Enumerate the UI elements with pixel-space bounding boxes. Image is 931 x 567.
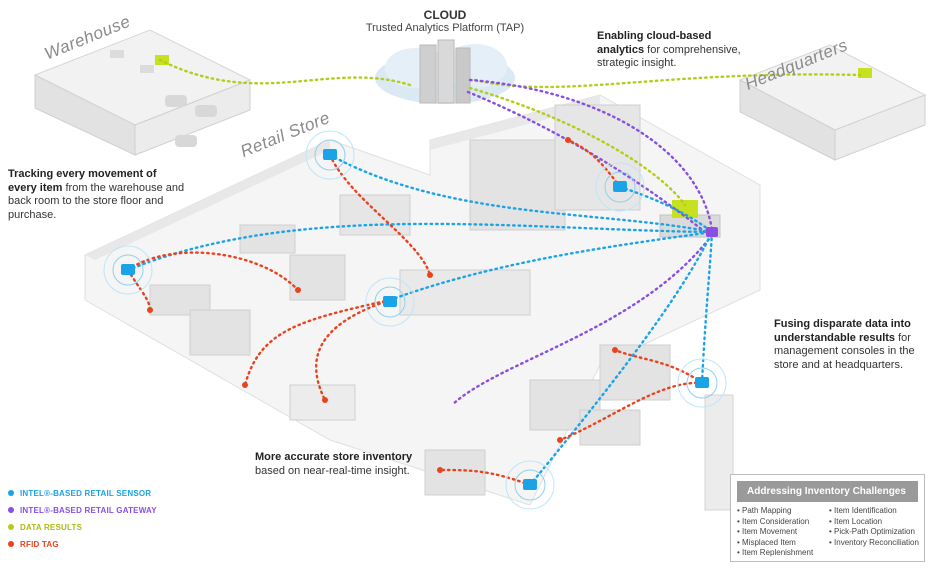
challenge-item: • Item Identification [829,506,897,515]
legend-label-gateway: INTEL®-BASED RETAIL GATEWAY [20,505,157,515]
rfid-path-6 [566,138,622,189]
warehouse-building [33,29,252,156]
legend-item-rfid: RFID TAG [8,537,157,551]
sensor-path-1 [328,153,714,234]
challenge-item: • Item Movement [737,527,798,536]
cloud-title: CLOUD [423,8,467,22]
challenge-item: • Path Mapping [737,506,792,515]
rfid-path-4 [314,298,392,402]
callout-tracking-text: from the warehouse and back room to the … [8,181,185,221]
callout-fusing: Fusing disparate data into understandabl… [774,318,926,372]
gateway-path-floor [450,233,714,407]
data-dot-icon [8,524,14,530]
data-path-gateway [468,86,687,207]
sensor-dot-icon [8,490,14,496]
cloud-subtitle: Trusted Analytics Platform (TAP) [365,22,525,34]
challenge-item: • Pick-Path Optimization [829,527,915,536]
callout-inventory-text: based on near-real-time insight. [255,464,410,477]
gateway-dot-icon [8,507,14,513]
challenge-item: • Inventory Reconciliation [829,537,919,547]
callout-inventory: More accurate store inventory based on n… [255,451,425,478]
sensor-path-6 [528,230,714,487]
sensor-path-5 [700,230,714,385]
rfid-path-7 [558,381,704,442]
challenge-item: • Item Replenishment [737,548,814,557]
legend: INTEL®-BASED RETAIL SENSOR INTEL®-BASED … [8,486,157,554]
sensor-path-3 [388,230,714,302]
sensors [103,130,727,510]
gateway-path-cloud-2 [466,90,707,234]
sensor-node [365,277,415,327]
rfid-tags [147,137,618,473]
sensor-node [103,245,153,295]
headquarters-data-device [858,68,872,78]
legend-item-sensor: INTEL®-BASED RETAIL SENSOR [8,486,157,500]
legend-item-data: DATA RESULTS [8,520,157,534]
rfid-path-1 [328,153,432,277]
callout-cloud-analytics: Enabling cloud-based analytics for compr… [597,30,747,71]
sensor-path-4 [618,185,714,234]
sensor-path-2 [126,222,714,272]
challenges-box: Addressing Inventory Challenges • Path M… [730,474,925,562]
legend-label-data: DATA RESULTS [20,522,83,532]
rfid-dot-icon [8,541,14,547]
callout-inventory-bold: More accurate store inventory [255,451,413,463]
challenge-item: • Item Consideration [737,516,810,526]
challenge-item: • Misplaced Item [737,537,796,547]
rfid-path-8 [438,468,532,487]
callout-cloud-analytics-bold: Enabling cloud-based analytics [597,30,712,56]
sensor-node [305,130,355,180]
rfid-path-5 [243,298,392,387]
callout-tracking-bold: Tracking every movement of every item [8,168,157,194]
legend-label-sensor: INTEL®-BASED RETAIL SENSOR [20,488,152,498]
gateway-path-cloud-1 [468,78,714,232]
gateway-icon [706,227,718,237]
retail-store-floor [84,94,761,511]
headquarters-building [738,44,927,161]
challenges-list: • Path Mapping • Item Identification • I… [731,506,924,559]
legend-item-gateway: INTEL®-BASED RETAIL GATEWAY [8,503,157,517]
challenge-item: • Item Location [829,516,883,526]
legend-label-rfid: RFID TAG [20,539,59,549]
sensor-node [677,358,727,408]
sensor-node [595,162,645,212]
callout-cloud-analytics-text: for comprehensive, strategic insight. [597,43,741,70]
callout-fusing-bold: Fusing disparate data into understandabl… [774,318,911,344]
rfid-path-9 [613,348,704,385]
challenge-item [829,548,927,559]
cloud-icon [375,39,515,104]
challenges-title: Addressing Inventory Challenges [737,481,918,502]
callout-tracking: Tracking every movement of every item fr… [8,168,188,222]
callout-fusing-text: for management consoles in the store and… [774,331,915,371]
rfid-path-2 [126,251,300,292]
sensor-node [505,460,555,510]
data-path-warehouse [158,58,412,87]
